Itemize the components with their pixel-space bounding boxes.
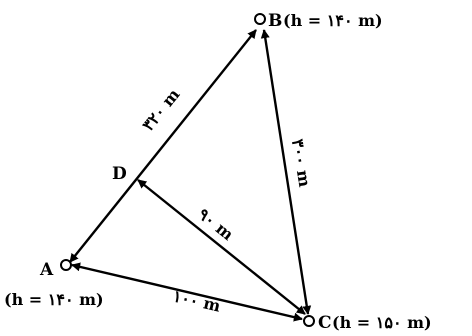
point-a-label: A xyxy=(39,260,54,280)
distance-dc-label: ۹۰ m xyxy=(194,204,237,244)
point-c-label: C xyxy=(318,313,332,333)
distance-ac-label: ۱۰۰ m xyxy=(171,286,222,315)
segment-d-c xyxy=(137,179,306,315)
point-d-label: D xyxy=(112,164,127,184)
point-b-height: (h = ۱۴۰ m) xyxy=(283,11,383,30)
point-a-marker xyxy=(60,259,72,271)
point-c-height: (h = ۱۵۰ m) xyxy=(332,313,432,332)
point-c-marker xyxy=(303,315,315,327)
distance-bc-label: ۳۰۰ m xyxy=(288,138,314,189)
point-b-marker xyxy=(254,13,266,25)
segment-a-b xyxy=(69,29,257,263)
point-a-height: (h = ۱۴۰ m) xyxy=(4,290,104,309)
segment-a-c xyxy=(71,262,303,322)
point-b-label: B xyxy=(268,11,282,31)
